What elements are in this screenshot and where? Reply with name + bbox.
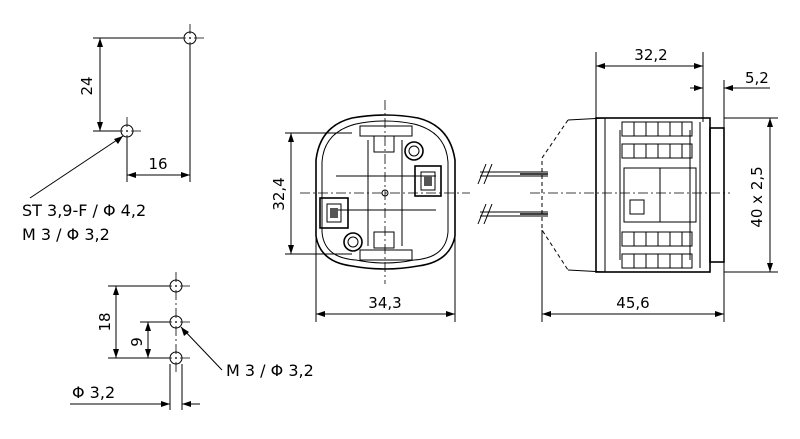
- side-view: 32,2 5,2 40 x 2,5 45,6: [530, 46, 778, 322]
- socket-contact-right: [414, 165, 442, 197]
- cables: [477, 163, 548, 225]
- front-hole-upper: [404, 141, 424, 161]
- ribs-bottom: [621, 231, 693, 269]
- ribs-top: [621, 121, 693, 159]
- side-body: [595, 117, 711, 273]
- dim-32-4: 32,4: [270, 177, 288, 210]
- front-hole-lower: [343, 232, 363, 252]
- front-view: 32,4 34,3: [270, 100, 470, 322]
- dim-24: 24: [78, 76, 96, 95]
- callout-screw-spec: ST 3,9-F / Φ 4,2: [22, 201, 146, 220]
- callout-thread-spec: M 3 / Φ 3,2: [22, 225, 110, 244]
- mounting-pattern-three-holes: 18 9 Φ 3,2 M 3 / Φ 3,2: [70, 272, 314, 410]
- dim-45-6: 45,6: [616, 294, 649, 312]
- dim-diameter: Φ 3,2: [72, 383, 115, 402]
- dim-40x2-5: 40 x 2,5: [748, 166, 766, 227]
- housing-outline: [315, 114, 456, 270]
- dim-18: 18: [96, 312, 114, 331]
- dim-32-2: 32,2: [634, 46, 667, 64]
- dim-9: 9: [128, 337, 146, 347]
- dim-16: 16: [148, 155, 167, 173]
- mounting-pattern-two-holes: 24 16 ST 3,9-F / Φ 4,2 M 3 / Φ 3,2: [22, 24, 204, 244]
- callout-thread-spec-2: M 3 / Φ 3,2: [226, 361, 314, 380]
- socket-contact-left: [319, 197, 349, 229]
- dim-34-3: 34,3: [368, 294, 401, 312]
- dim-5-2: 5,2: [745, 69, 769, 87]
